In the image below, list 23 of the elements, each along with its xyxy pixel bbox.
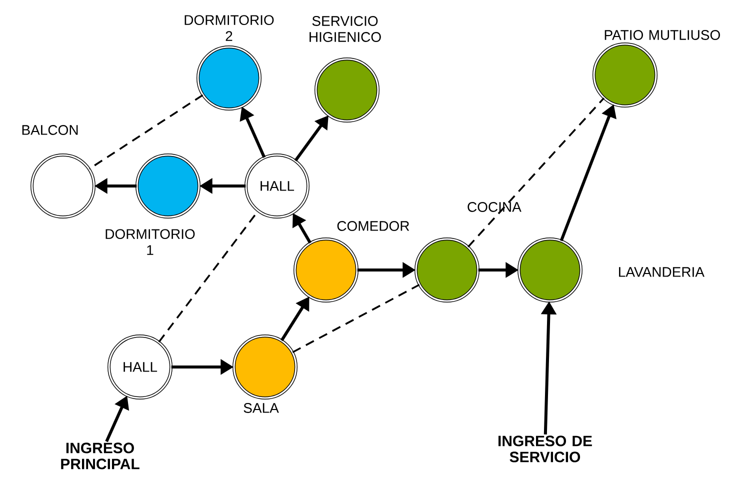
room-circle — [314, 58, 380, 122]
entrance-label: INGRESO DE SERVICIO — [498, 436, 592, 462]
room-circle — [414, 238, 480, 302]
room-label: COCINA — [468, 202, 522, 212]
room-label: BALCON — [22, 125, 78, 135]
room-label: PATIO MUTLIUSO — [604, 30, 720, 40]
room-label: DORMITORIO 2 — [184, 15, 274, 41]
room-circle — [294, 238, 358, 302]
adjacency-line — [292, 284, 420, 354]
entrance-label: INGRESO PRINCIPAL — [61, 442, 140, 470]
room-circle — [136, 154, 200, 218]
room-circle — [232, 334, 298, 400]
room-circle — [196, 46, 262, 110]
room-label: SERVICIO HIGIENICO — [310, 16, 381, 42]
room-label: SALA — [244, 403, 279, 413]
room-circle — [592, 42, 658, 108]
adjacency-line — [467, 98, 605, 248]
room-label: COMEDOR — [337, 221, 410, 231]
room-label: DORMITORIO 1 — [106, 229, 195, 255]
room-circle — [518, 238, 582, 302]
adjacency-line — [88, 94, 204, 170]
room-circle — [30, 154, 96, 218]
room-label: LAVANDERIA — [619, 267, 704, 277]
